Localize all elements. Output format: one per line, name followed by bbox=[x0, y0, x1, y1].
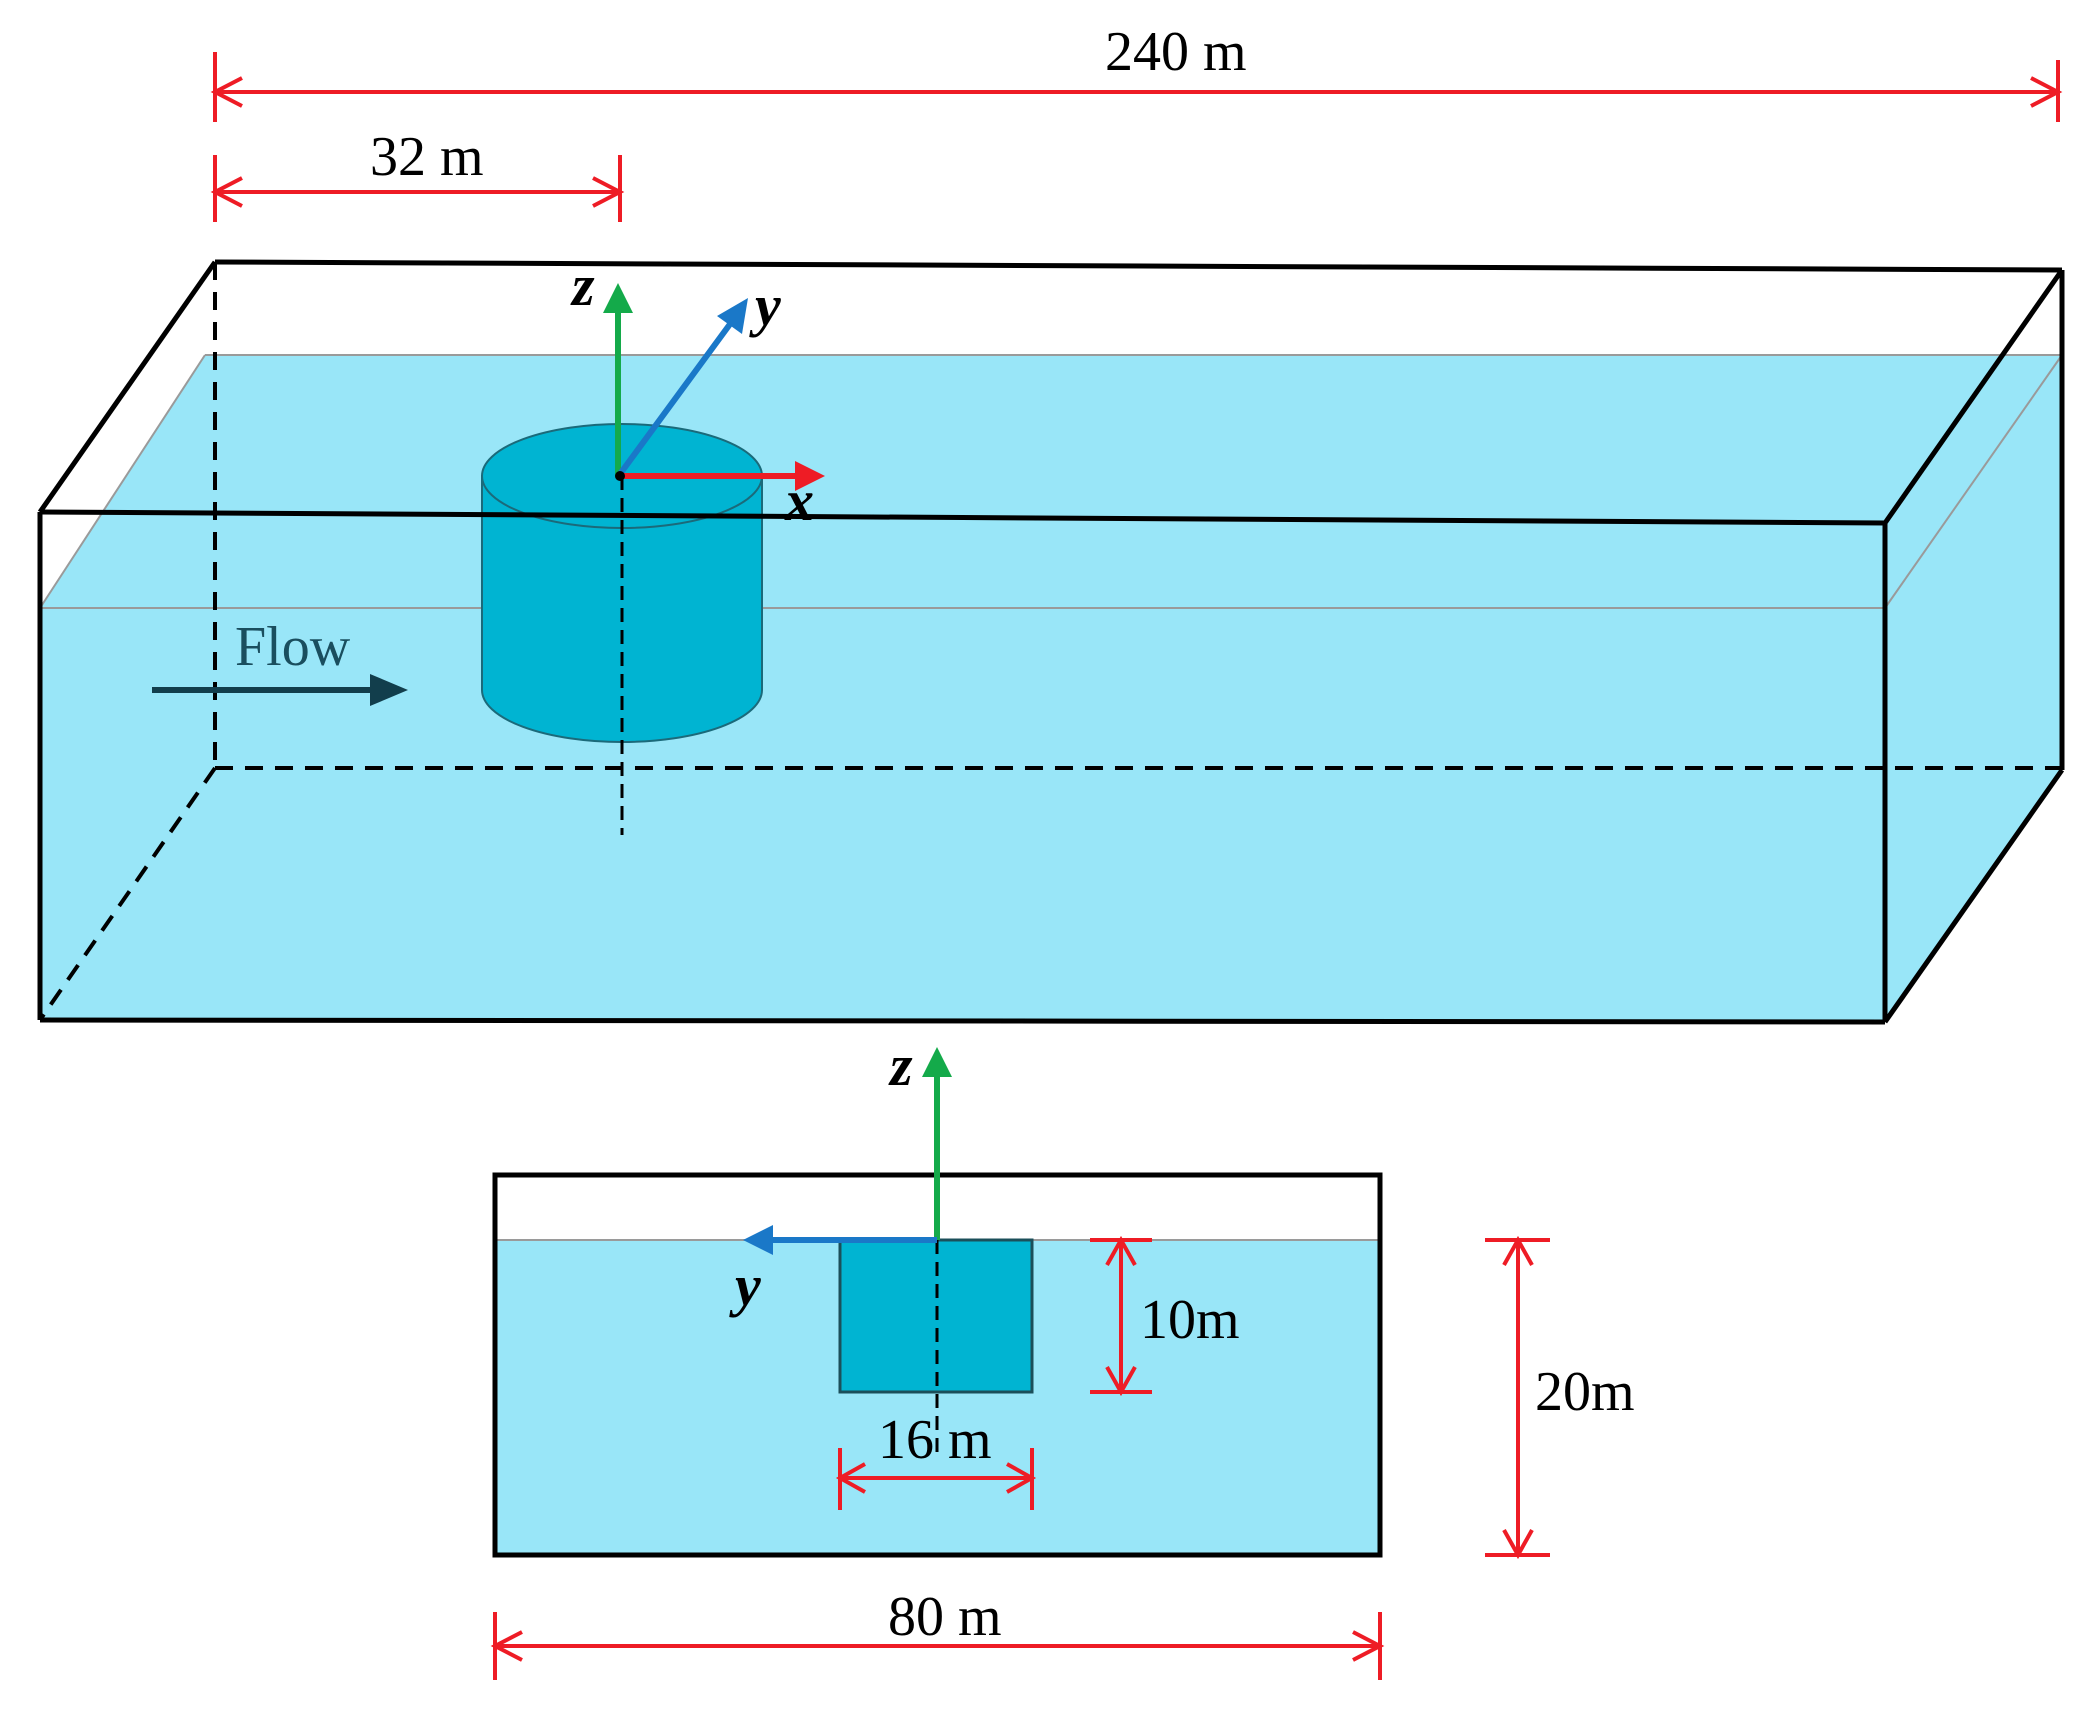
water-right-face bbox=[1885, 355, 2062, 1022]
offset-label: 32 m bbox=[370, 126, 484, 188]
cross-section bbox=[492, 1047, 1383, 1558]
x-axis-label-3d: x bbox=[784, 468, 814, 533]
depth-label: 20m bbox=[1535, 1361, 1635, 1423]
y-axis-label-section: y bbox=[729, 1253, 761, 1318]
dimension-offset bbox=[210, 155, 625, 222]
z-axis-label-3d: z bbox=[570, 253, 595, 318]
water-top-surface bbox=[40, 355, 2062, 608]
length-label: 240 m bbox=[1105, 21, 1247, 83]
draft-label: 10m bbox=[1140, 1289, 1240, 1351]
dimension-depth bbox=[1485, 1235, 1550, 1560]
box-edges bbox=[37, 259, 2065, 1025]
y-axis-label-3d: y bbox=[749, 273, 781, 338]
dimension-draft bbox=[1090, 1235, 1152, 1397]
width-label: 80 m bbox=[888, 1586, 1002, 1648]
coordinate-axes-3d bbox=[603, 283, 825, 491]
dimension-diameter bbox=[835, 1448, 1037, 1510]
dimension-width bbox=[490, 1612, 1385, 1680]
z-axis-label-section: z bbox=[888, 1033, 913, 1098]
diameter-label: 16 m bbox=[878, 1409, 992, 1471]
dimension-length bbox=[210, 52, 2063, 122]
flow-arrow bbox=[152, 674, 408, 706]
tank-3d: Flow z y x bbox=[37, 253, 2065, 1025]
flow-label: Flow bbox=[235, 616, 351, 678]
